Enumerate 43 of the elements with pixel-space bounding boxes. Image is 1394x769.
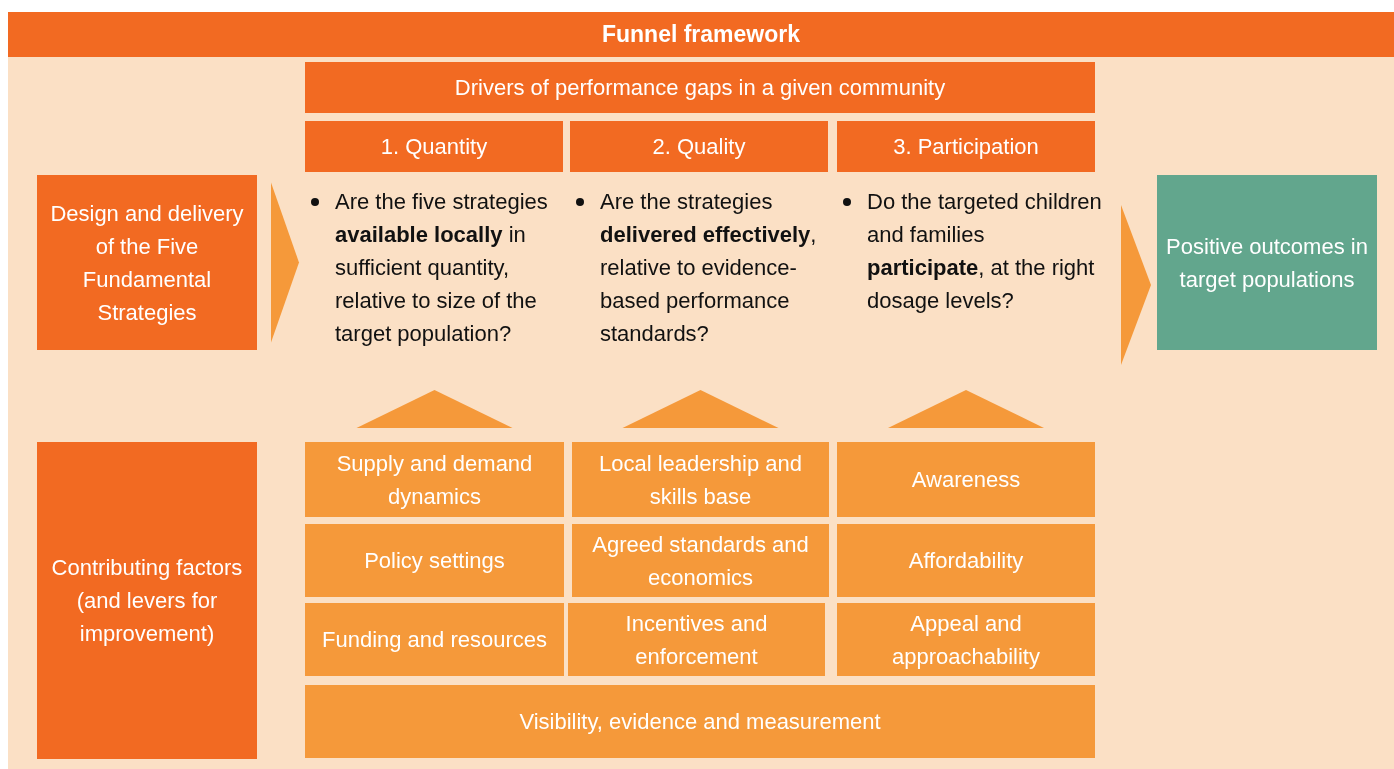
- factor-box: [837, 603, 1095, 676]
- box-label: Agreed standards and economics: [591, 530, 810, 592]
- factor-box: [568, 603, 825, 676]
- box-label: Drivers of performance gaps in a given community: [454, 74, 946, 102]
- question-text: Are the five strategies available locally in sufficient quantity, relative to size of the target population?: [305, 185, 567, 350]
- factor-box: [305, 442, 564, 517]
- box-label: Funding and resources: [322, 626, 547, 654]
- factor-box: [572, 524, 829, 597]
- box-label: 3. Participation: [893, 133, 1039, 161]
- factor-box: [572, 442, 829, 517]
- box-label: Design and delivery of the Five Fundamental Strategies: [49, 199, 245, 327]
- factor-box: [305, 603, 564, 676]
- box-label: Appeal and approachability: [891, 609, 1041, 671]
- box-label: 2. Quality: [652, 133, 746, 161]
- factor-box: [305, 524, 564, 597]
- box-label: Visibility, evidence and measurement: [519, 708, 881, 736]
- title-bar: Funnel framework: [8, 12, 1394, 57]
- triangle-arrow: [356, 390, 513, 428]
- factor-box: [837, 442, 1095, 517]
- column-header: [305, 121, 563, 172]
- process-box: [37, 442, 257, 759]
- chevron-arrow: [1121, 205, 1151, 365]
- outcome-box: [1157, 175, 1377, 350]
- box-label: Local leadership and skills base: [597, 449, 803, 511]
- box-label: Contributing factors (and levers for improvement): [50, 554, 244, 648]
- box-label: 1. Quantity: [380, 133, 488, 161]
- question-text: Are the strategies delivered effectively, relative to evidence-based performance standards?: [570, 185, 832, 350]
- process-box: [37, 175, 257, 350]
- chevron-arrow: [271, 182, 299, 343]
- box-label: Supply and demand dynamics: [335, 449, 534, 511]
- column-header: [570, 121, 828, 172]
- header-box: [305, 62, 1095, 113]
- triangle-arrow: [888, 390, 1044, 428]
- box-label: Affordability: [908, 547, 1024, 575]
- box-label: Incentives and enforcement: [624, 609, 769, 671]
- column-header: [837, 121, 1095, 172]
- box-label: Policy settings: [364, 547, 505, 575]
- triangle-arrow: [622, 390, 779, 428]
- factor-box: [305, 685, 1095, 758]
- question-text: Do the targeted children and families participate, at the right dosage levels?: [837, 185, 1107, 317]
- box-label: Positive outcomes in target populations: [1165, 232, 1369, 294]
- factor-box: [837, 524, 1095, 597]
- box-label: Awareness: [911, 466, 1021, 494]
